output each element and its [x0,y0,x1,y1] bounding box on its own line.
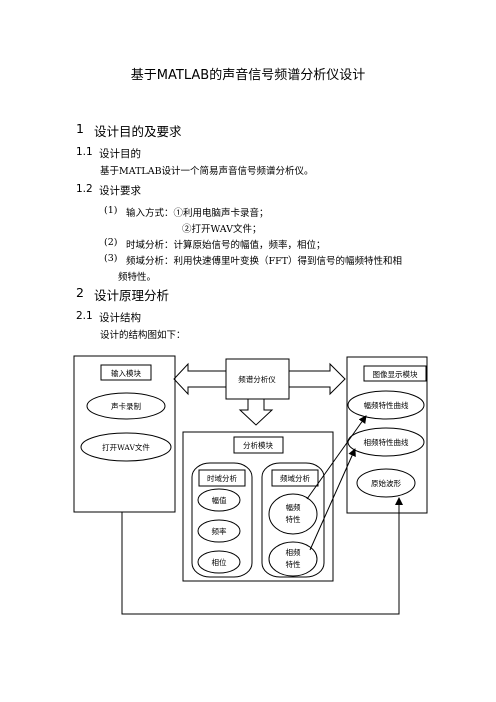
analysis-module-box [182,431,334,582]
phase-char-label: 相频 [286,547,301,557]
analysis-module-label-box [233,436,284,454]
frequency-label: 频率 [212,526,227,536]
freq-analysis-label: 频域分析 [280,473,310,483]
amp-char-label: 特性 [286,514,301,524]
right-block-arrow [288,362,346,396]
phase-char-node [268,541,318,577]
section-2-1-text: 设计的结构图如下： [100,330,186,341]
amp-char-to-curve-arrow [306,415,367,500]
time-analysis-label: 时域分析 [207,473,237,483]
section-2-number: 2 [76,285,84,300]
orig-wave-node [356,468,416,498]
phase-char-label: 特性 [286,559,301,569]
section-1-2-title: 设计要求 [99,185,141,197]
section-1-1-text: 基于MATLAB设计一个简易声音信号频谱分析仪。 [100,166,314,177]
section-1-1-title: 设计目的 [99,148,141,160]
section-1-title: 设计目的及要求 [94,124,182,139]
section-1-2-number: 1.2 [76,183,93,195]
phase-char-to-curve-arrow [309,448,356,551]
mic-record-label: 声卡录制 [111,401,141,411]
amplitude-node [197,488,241,512]
freq-analysis-label-box [271,469,319,487]
requirement-item-text: 输入方式：①利用电脑声卡录音； [126,208,269,219]
display-module-label: 图像显示模块 [373,369,418,379]
open-wav-node [80,432,172,462]
requirement-item-text: 频域分析：利用快速傅里叶变换（FFT）得到信号的幅频特性和相 [126,256,403,267]
section-1-1-number: 1.1 [76,146,93,158]
section-2-title: 设计原理分析 [94,288,170,303]
amp-curve-label: 幅频特性曲线 [364,400,409,410]
requirement-item-number: (3) [104,253,118,264]
down-block-arrow [238,398,274,426]
analyzer-label: 频谱分析仪 [238,374,276,384]
time-analysis-label-box [198,469,246,487]
section-2-1-title: 设计结构 [99,312,141,324]
input-to-wave-arrow [121,497,403,615]
document-title: 基于MATLAB的声音信号频谱分析仪设计 [130,68,366,83]
display-module-label-box [363,365,427,382]
mic-record-node [86,392,166,420]
phase-node [197,550,241,574]
amp-curve-node [347,390,425,420]
open-wav-label: 打开WAV文件 [102,442,150,452]
section-1-number: 1 [76,121,84,136]
analysis-module-label: 分析模块 [243,440,273,450]
left-block-arrow [173,362,227,396]
requirement-item-text: 时域分析：计算原始信号的幅值，频率，相位； [126,240,326,251]
frequency-node [197,519,241,543]
amp-char-label: 幅频 [286,502,301,512]
amp-char-node [268,493,318,535]
phase-curve-label: 相频特性曲线 [364,437,409,447]
section-2-1-number: 2.1 [76,310,93,322]
input-module-label: 输入模块 [111,368,141,378]
requirement-item-number: (1) [104,205,118,216]
requirement-item-text: ②打开WAV文件； [182,224,262,235]
display-module-box [346,356,428,514]
input-module-label-box [100,364,152,381]
freq-analysis-group [261,462,325,578]
amplitude-label: 幅值 [212,495,227,505]
orig-wave-label: 原始波形 [371,478,401,488]
input-module-box [73,355,176,513]
requirement-item-number: (2) [104,237,118,248]
requirement-item-text: 频特性。 [118,272,157,283]
time-analysis-group [191,462,253,578]
phase-label: 相位 [212,557,227,567]
